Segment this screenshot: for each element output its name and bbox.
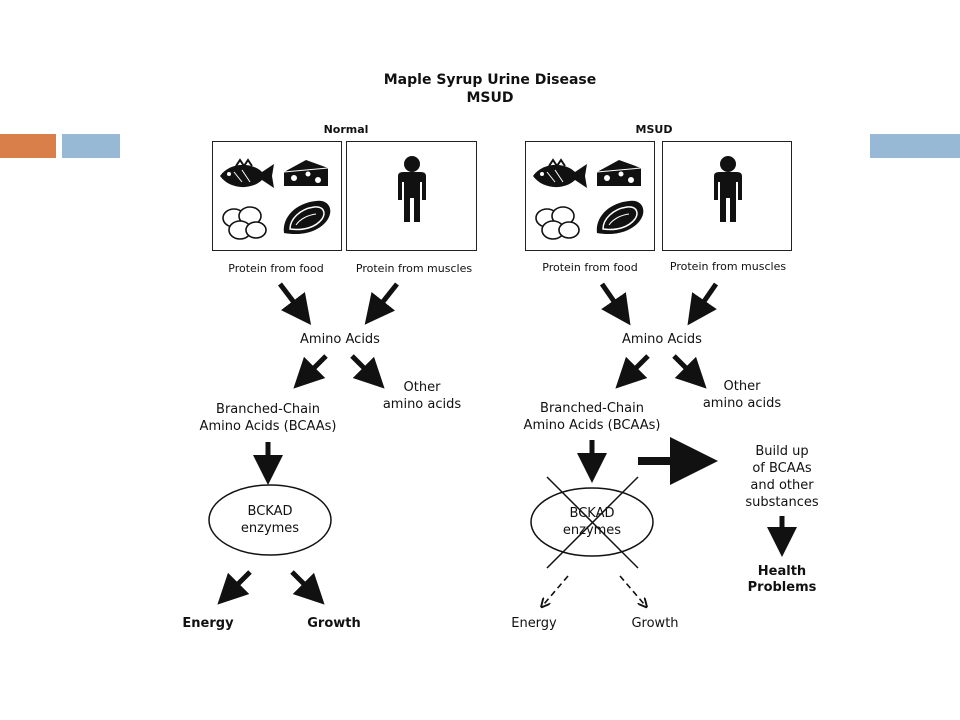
arrow-food-to-amino [278,282,312,325]
accent-bar-blue-right [870,134,960,158]
dashed-arrow-to-energy [544,575,569,604]
normal-amino-acids: Amino Acids [300,332,380,347]
normal-enzyme-2: enzymes [240,521,300,536]
arrow-muscle-to-amino [364,282,399,325]
msud-enzyme-1: BCKAD [569,506,615,521]
msud-muscle-label: Protein from muscles [669,260,787,273]
arrow-muscle-to-amino [687,282,719,326]
msud-buildup-3: and other [750,478,814,493]
msud-other-amino-1: Other [723,379,761,394]
meat-icon [283,199,332,235]
arrow-amino-to-bcaa [615,354,650,389]
msud-buildup-4: substances [745,495,819,510]
msud-other-amino-2: amino acids [702,396,782,411]
meat-icon [596,199,645,235]
normal-growth: Growth [307,616,361,631]
msud-bcaa-1: Branched-Chain [540,401,644,416]
diagram-title: Maple Syrup Urine Disease [383,72,597,88]
msud-buildup-2: of BCAAs [752,461,812,476]
fish-icon [219,159,275,189]
normal-heading: Normal [323,123,369,136]
accent-bar-orange [0,134,56,158]
msud-health-1: Health [757,564,807,579]
dashed-arrow-to-growth [619,575,644,604]
normal-food-label: Protein from food [228,262,324,275]
fish-icon [532,159,588,189]
normal-other-amino-1: Other [403,380,441,395]
cross-line [546,476,639,569]
msud-energy: Energy [511,616,557,631]
msud-growth: Growth [631,616,679,631]
normal-muscle-label: Protein from muscles [355,262,473,275]
diagram-subtitle: MSUD [466,90,514,106]
arrow-enzymes-to-energy [217,570,252,605]
msud-enzyme-2: enzymes [562,523,622,538]
normal-energy: Energy [182,616,234,631]
eggs-icon [535,206,580,240]
normal-bcaa-1: Branched-Chain [216,402,320,417]
normal-enzyme-ellipse [208,484,332,556]
cheese-icon [596,159,642,187]
msud-health-2: Problems [747,580,817,595]
person-icon [714,156,742,222]
msud-amino-acids: Amino Acids [622,332,702,347]
arrow-amino-to-other [672,354,707,389]
normal-other-amino-2: amino acids [382,397,462,412]
arrow-amino-to-bcaa [293,354,328,389]
cheese-icon [283,159,329,187]
accent-bar-blue-left [62,134,120,158]
normal-bcaa-2: Amino Acids (BCAAs) [199,419,337,434]
arrow-amino-to-other [350,354,385,389]
normal-enzyme-1: BCKAD [247,504,293,519]
arrow-food-to-amino [599,282,631,326]
arrow-enzymes-to-growth [290,570,325,605]
msud-food-label: Protein from food [542,261,638,274]
person-icon [398,156,426,222]
msud-heading: MSUD [635,123,673,136]
eggs-icon [222,206,267,240]
msud-buildup-1: Build up [755,444,809,459]
msud-bcaa-2: Amino Acids (BCAAs) [523,418,661,433]
